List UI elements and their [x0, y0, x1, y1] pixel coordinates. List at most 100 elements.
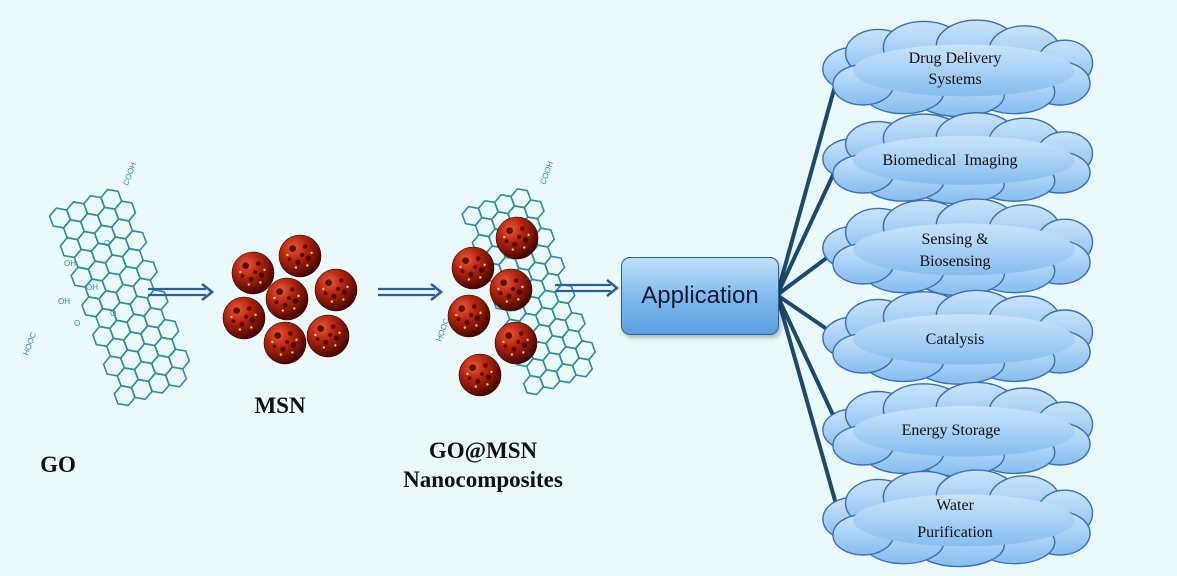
composite-sphere-4-pore-5 [516, 339, 521, 345]
msn-sphere-5-pore-3 [323, 339, 329, 345]
composite-sphere-3-pore-1 [471, 304, 477, 309]
msn-sphere-6-pore-1 [287, 331, 293, 336]
cloud-3-core [853, 314, 1075, 365]
msn-sphere-6-glint-2 [295, 338, 298, 342]
composite-cooh-label: COOH [538, 160, 555, 186]
msn-sphere-4-pore-0 [233, 307, 241, 315]
msn-sphere-5-pore-2 [333, 335, 340, 341]
composite-sphere-2-pore-2 [516, 289, 523, 295]
msn-sphere-0-glint-3 [286, 253, 289, 257]
msn-sphere-6-pore-4 [272, 344, 277, 349]
cloud-5-core [853, 494, 1075, 547]
msn-sphere-1-pore-3 [248, 276, 254, 282]
composite-label-line2: Nanocomposites [403, 467, 563, 492]
app-sensing-line2: Biosensing [919, 253, 991, 270]
msn-sphere-4-pore-1 [246, 306, 252, 311]
composite-sphere-1-body [451, 246, 495, 290]
cloud-2 [822, 198, 1094, 297]
msn-sphere-2-pore-4 [323, 291, 328, 296]
cloud-4 [822, 381, 1094, 477]
cloud-4-core [853, 406, 1075, 457]
connector-line-5 [775, 293, 842, 520]
msn-sphere-1-pore-0 [242, 262, 250, 270]
composite-sphere-0-glint-1 [523, 246, 526, 249]
composite-sphere-1-glint-3 [459, 265, 462, 269]
go-hooc-label: HOOC [21, 331, 38, 357]
msn-sphere-0-body [278, 234, 322, 278]
go-o-label-3: O [110, 309, 116, 318]
msn-sphere-5-pore-0 [317, 325, 325, 333]
msn-sphere-1 [231, 251, 275, 295]
composite-sphere-2-glint-1 [517, 298, 520, 301]
msn-sphere-2-pore-3 [331, 293, 337, 299]
msn-sphere-3 [265, 277, 309, 321]
msn-sphere-6-glint-3 [271, 340, 274, 344]
process-arrow-0 [148, 282, 215, 302]
cloud-0 [822, 19, 1094, 118]
msn-sphere-4-pore-2 [249, 317, 256, 323]
composite-sphere-4-glint-3 [502, 340, 505, 344]
composite-sphere-3-glint-3 [455, 313, 458, 317]
composite-sphere-4 [494, 321, 538, 365]
composite-sphere-0-pore-1 [519, 226, 525, 231]
msn-sphere-0-pore-1 [302, 244, 308, 249]
app-sensing-line1: Sensing & [921, 231, 989, 248]
composite-sphere-0-pore-3 [512, 241, 518, 247]
msn-sphere-2-glint-2 [346, 285, 349, 289]
process-arrow-1 [378, 282, 444, 302]
msn-particles [222, 234, 358, 365]
msn-sphere-5-glint-2 [338, 331, 341, 335]
msn-sphere-5-pore-5 [328, 332, 333, 338]
composite-sphere-3-glint-0 [463, 326, 466, 329]
composite-sphere-4-glint-0 [510, 353, 513, 356]
msn-sphere-6-glint-0 [279, 353, 282, 356]
app-drug-delivery-line1: Drug Delivery [908, 50, 1002, 67]
application-clouds [822, 19, 1094, 568]
connector-line-4 [775, 293, 842, 432]
composite-sphere-0-pore-4 [504, 239, 509, 244]
composite-sphere-0-glint-2 [527, 233, 530, 237]
msn-sphere-4 [222, 296, 266, 340]
composite-sphere-2-glint-3 [497, 287, 500, 291]
composite-sphere-2-pore-1 [513, 278, 519, 283]
composite-sphere-0-glint-3 [503, 235, 506, 239]
composite-sphere-5-glint-2 [490, 370, 493, 374]
composite-sphere-4-pore-0 [505, 332, 513, 340]
go-oh-label-2: OH [58, 297, 70, 306]
process-arrows [148, 278, 620, 302]
msn-sphere-4-body [222, 296, 266, 340]
msn-sphere-3-pore-0 [276, 288, 284, 296]
msn-sphere-3-glint-3 [273, 296, 276, 300]
app-biomedical-imaging: Biomedical Imaging [882, 152, 1018, 169]
msn-sphere-1-glint-1 [259, 281, 262, 284]
composite-sphere-1-pore-1 [475, 256, 481, 261]
cloud-3 [822, 289, 1094, 385]
composite-sphere-0-pore-5 [517, 234, 522, 240]
composite-sphere-4-pore-1 [518, 331, 524, 336]
composite-sphere-1-pore-3 [468, 271, 474, 277]
msn-sphere-4-pore-5 [244, 314, 249, 320]
composite-particles [447, 216, 539, 397]
connector-line-0 [775, 66, 842, 297]
composite-sphere-5-pore-5 [480, 371, 485, 377]
msn-sphere-5-glint-1 [334, 344, 337, 347]
composite-sphere-2-glint-0 [505, 300, 508, 303]
process-arrow-2 [555, 278, 620, 298]
app-drug-delivery-line2: Systems [928, 71, 982, 88]
go-label: GO [40, 452, 76, 477]
cloud-2-core [853, 223, 1075, 276]
composite-sphere-0-pore-0 [506, 227, 514, 235]
msn-sphere-2-body [314, 268, 358, 312]
msn-sphere-2-glint-0 [330, 300, 333, 303]
msn-sphere-6-pore-2 [290, 342, 297, 348]
msn-sphere-1-pore-1 [255, 261, 261, 266]
msn-sphere-4-glint-0 [238, 328, 241, 331]
composite-sphere-1-glint-2 [483, 263, 486, 267]
msn-sphere-0-pore-5 [300, 252, 305, 258]
app-energy-storage: Energy Storage [901, 422, 1001, 439]
msn-sphere-2-pore-0 [325, 279, 333, 287]
msn-sphere-5-pore-4 [315, 337, 320, 342]
arrow-head-2 [606, 278, 620, 298]
